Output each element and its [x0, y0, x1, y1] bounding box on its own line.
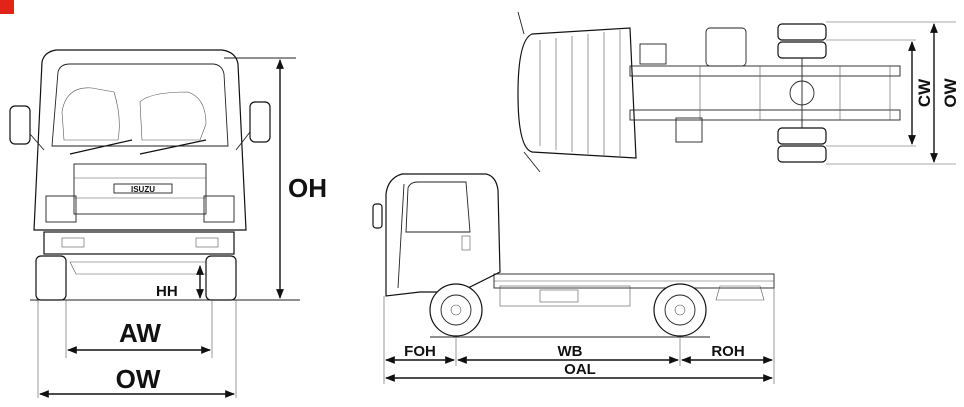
red-square-icon [0, 0, 14, 14]
top-view: CW OW [517, 11, 960, 173]
grille-logo: ISUZU [131, 185, 155, 194]
cw-label: CW [915, 78, 934, 107]
front-view: ISUZU OH HH AW OW [9, 49, 327, 398]
roh-label: ROH [711, 343, 744, 360]
ow-front-label: OW [116, 364, 161, 394]
side-view: FOH WB ROH OAL [372, 173, 775, 384]
foh-label: FOH [404, 343, 436, 360]
oh-label: OH [288, 173, 327, 203]
oal-label: OAL [564, 361, 596, 378]
aw-label: AW [119, 318, 161, 348]
wb-label: WB [558, 343, 583, 360]
hh-label: HH [156, 283, 178, 300]
ow-top-label: OW [941, 77, 960, 107]
